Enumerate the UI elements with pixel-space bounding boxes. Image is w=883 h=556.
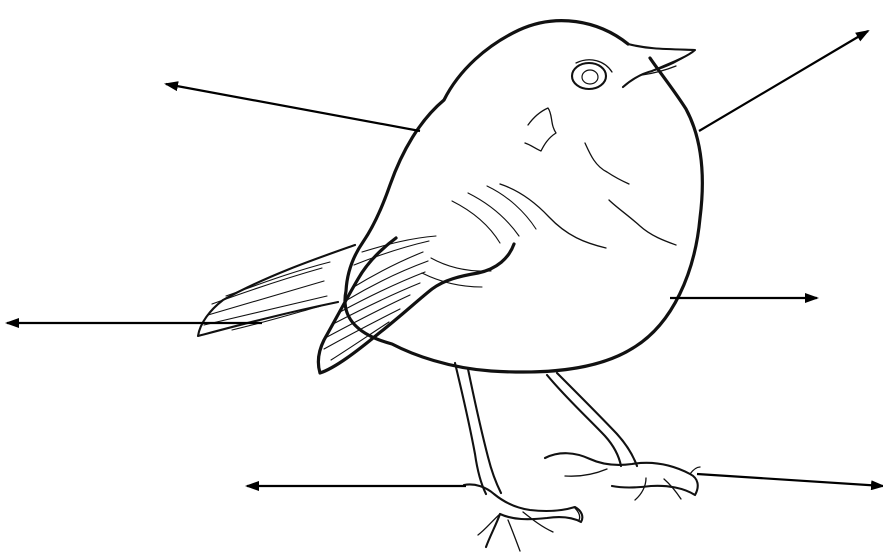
robin-illustration (198, 21, 702, 551)
tail-feathers (204, 262, 330, 330)
right-foot-arrow (697, 474, 883, 486)
wing-outline (318, 238, 514, 373)
head-contour (623, 44, 695, 87)
right-leg-back (557, 373, 637, 466)
right-toes (565, 467, 700, 500)
face-marking (525, 108, 556, 151)
eye-ring (576, 60, 612, 72)
right-leg (547, 375, 621, 466)
left-leg-back (468, 369, 501, 493)
back-arrow (166, 84, 420, 131)
left-foot (464, 484, 582, 547)
breast-line (500, 184, 606, 248)
chest-marking-2 (609, 200, 676, 245)
right-foot (545, 453, 698, 495)
eye-pupil (582, 70, 598, 84)
head-arrow (699, 31, 868, 131)
chest-marking-1 (585, 143, 629, 184)
